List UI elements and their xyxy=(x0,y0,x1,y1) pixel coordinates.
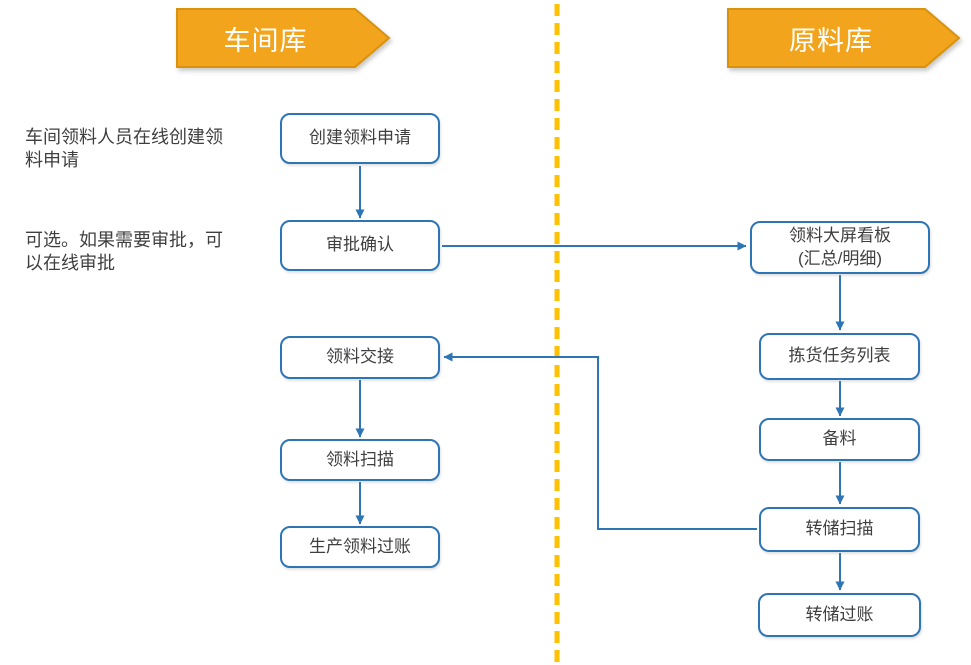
node-production-issue-posting: 生产领料过账 xyxy=(280,526,440,568)
lane-header-raw-material-warehouse: 原料库 xyxy=(727,8,961,68)
node-material-dashboard: 领料大屏看板 (汇总/明细) xyxy=(750,221,930,274)
lane-header-workshop-warehouse: 车间库 xyxy=(176,8,391,68)
banner-arrow-left xyxy=(176,8,391,68)
lane-title-workshop: 车间库 xyxy=(223,25,308,56)
annotation-optional-approval: 可选。如果需要审批，可 以在线审批 xyxy=(25,230,223,274)
node-material-handover: 领料交接 xyxy=(280,336,440,379)
lane-title-raw-material: 原料库 xyxy=(789,25,873,56)
node-create-material-request: 创建领料申请 xyxy=(280,113,440,164)
node-transfer-scan: 转储扫描 xyxy=(759,507,920,552)
annotation-create-request: 车间领料人员在线创建领 料申请 xyxy=(25,127,223,171)
node-approval-confirm: 审批确认 xyxy=(280,220,440,271)
banner-arrow-shape xyxy=(176,8,391,68)
node-picking-task-list: 拣货任务列表 xyxy=(759,333,920,380)
connector-transfer-scan-to-handover xyxy=(443,352,757,530)
node-transfer-posting: 转储过账 xyxy=(758,593,921,637)
node-prepare-material: 备料 xyxy=(759,418,920,461)
banner-arrow-shape xyxy=(727,8,961,68)
banner-arrow-right xyxy=(727,8,961,68)
node-material-scan: 领料扫描 xyxy=(280,439,440,481)
